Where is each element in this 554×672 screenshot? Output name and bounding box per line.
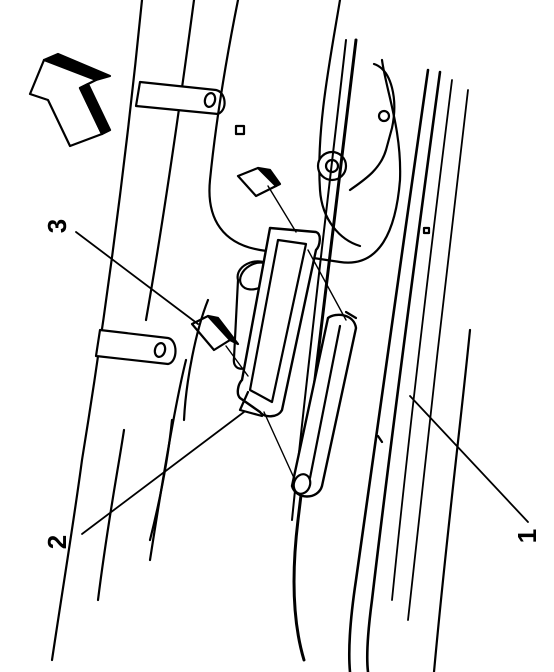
square-marker <box>234 124 246 136</box>
trim-rail <box>407 89 469 621</box>
alignment-line <box>267 185 297 233</box>
body-panel-line <box>50 0 144 662</box>
alignment-line <box>263 411 295 479</box>
upper-retainer-clip <box>236 166 282 198</box>
lower-hinge-tab <box>94 328 177 366</box>
outside-handle-bezel <box>236 226 321 418</box>
callout-leader-3 <box>75 231 199 325</box>
door-lower-contour <box>148 418 174 542</box>
alignment-line <box>307 249 347 321</box>
handle-grip <box>290 310 358 498</box>
trim-rail <box>347 68 430 672</box>
rail-marker <box>376 434 384 444</box>
bracket-outline <box>348 62 396 192</box>
alignment-line <box>225 345 249 377</box>
rail-marker <box>422 226 431 235</box>
callout-label-1: 1 <box>512 529 542 543</box>
bracket-hole <box>377 109 391 123</box>
retainer-clip <box>190 314 240 352</box>
body-panel-line <box>96 428 126 602</box>
callout-leader-2 <box>81 411 245 535</box>
door-inner-panel <box>208 0 402 264</box>
trim-rail <box>365 70 442 672</box>
callout-leader-1 <box>409 395 529 523</box>
trim-rail <box>432 328 472 672</box>
trim-rail <box>391 79 453 601</box>
body-panel-line <box>144 0 196 322</box>
direction-arrow-icon <box>28 52 112 148</box>
callout-label-3: 3 <box>42 219 72 233</box>
callout-label-2: 2 <box>42 535 72 549</box>
door-lower-contour <box>182 298 210 422</box>
